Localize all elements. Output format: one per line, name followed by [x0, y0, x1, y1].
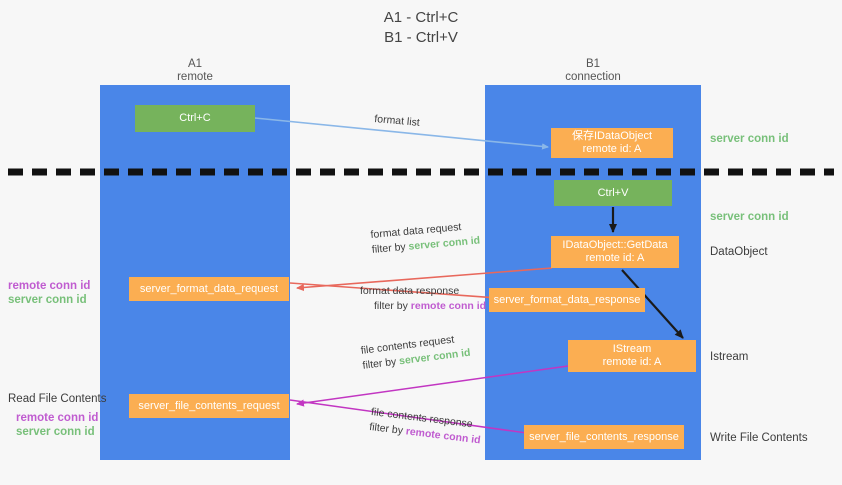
node-server-format-data-response[interactable]: server_format_data_response — [489, 288, 645, 312]
edge-label-format-data-response-filter: filter by remote conn id — [360, 299, 486, 314]
filter-prefix: filter by — [368, 420, 407, 438]
column-header-b1: B1 connection — [508, 58, 678, 84]
node-ctrl-v-line1: Ctrl+V — [597, 186, 629, 199]
filter-prefix: filter by — [361, 355, 400, 372]
column-b1-name: B1 — [585, 58, 601, 70]
column-b1-sub: connection — [565, 71, 621, 83]
node-save-idataobject-line2: remote id: A — [582, 143, 642, 155]
node-save-idataobject-line1: 保存IDataObject — [571, 130, 653, 142]
right-label-dataobject: DataObject — [710, 246, 768, 258]
edge-label-format-list: format list — [373, 112, 421, 129]
node-server-file-contents-request[interactable]: server_file_contents_request — [129, 394, 289, 418]
right-label-istream: Istream — [710, 351, 749, 363]
node-getdata-line2: remote id: A — [585, 252, 645, 264]
node-getdata[interactable]: IDataObject::GetData remote id: A — [551, 236, 679, 268]
left-label-format-remote-conn: remote conn id — [8, 280, 91, 292]
node-getdata-line1: IDataObject::GetData — [562, 239, 668, 251]
right-label-mid-server-conn: server conn id — [710, 211, 789, 223]
node-ctrl-c-line1: Ctrl+C — [179, 112, 211, 124]
right-label-write-file-contents: Write File Contents — [710, 432, 808, 444]
edge-label-file-contents-response: file contents response filter by remote … — [368, 405, 483, 448]
right-label-top-server-conn: server conn id — [710, 133, 789, 145]
node-server-file-contents-response-label: server_file_contents_response — [529, 430, 679, 443]
title-line-1: A1 - Ctrl+C — [383, 9, 459, 26]
edge-label-format-data-request: format data request filter by server con… — [370, 219, 481, 258]
column-a1-name: A1 — [187, 58, 203, 70]
edge-label-format-data-response-title: format data response — [360, 285, 460, 297]
title-line-2: B1 - Ctrl+V — [384, 29, 458, 46]
filter-prefix: filter by — [374, 300, 411, 312]
filter-prefix: filter by — [371, 240, 410, 256]
node-server-format-data-response-label: server_format_data_response — [493, 293, 641, 306]
node-istream-line2: remote id: A — [602, 356, 662, 368]
node-server-format-data-request-label: server_format_data_request — [139, 282, 279, 295]
edge-label-format-data-response: format data response filter by remote co… — [360, 284, 486, 314]
edge-label-file-contents-request: file contents request filter by server c… — [360, 331, 471, 374]
node-save-idataobject[interactable]: 保存IDataObject remote id: A — [551, 128, 673, 158]
column-a1-sub: remote — [177, 71, 213, 83]
filter-value-remote-conn: remote conn id — [410, 300, 487, 312]
left-label-file-remote-conn: remote conn id — [16, 412, 99, 424]
node-ctrl-c[interactable]: Ctrl+C — [135, 105, 255, 132]
node-istream[interactable]: IStream remote id: A — [568, 340, 696, 372]
left-label-read-file-contents: Read File Contents — [8, 393, 107, 405]
left-label-format-server-conn: server conn id — [8, 294, 87, 306]
left-label-file-server-conn: server conn id — [16, 426, 95, 438]
node-server-format-data-request[interactable]: server_format_data_request — [129, 277, 289, 301]
node-ctrl-v[interactable]: Ctrl+V — [554, 180, 672, 206]
node-server-file-contents-request-label: server_file_contents_request — [138, 399, 280, 412]
diagram-title: A1 - Ctrl+C B1 - Ctrl+V — [0, 8, 842, 48]
node-server-file-contents-response[interactable]: server_file_contents_response — [524, 425, 684, 449]
column-header-a1: A1 remote — [110, 58, 280, 84]
node-istream-line1: IStream — [612, 343, 652, 355]
